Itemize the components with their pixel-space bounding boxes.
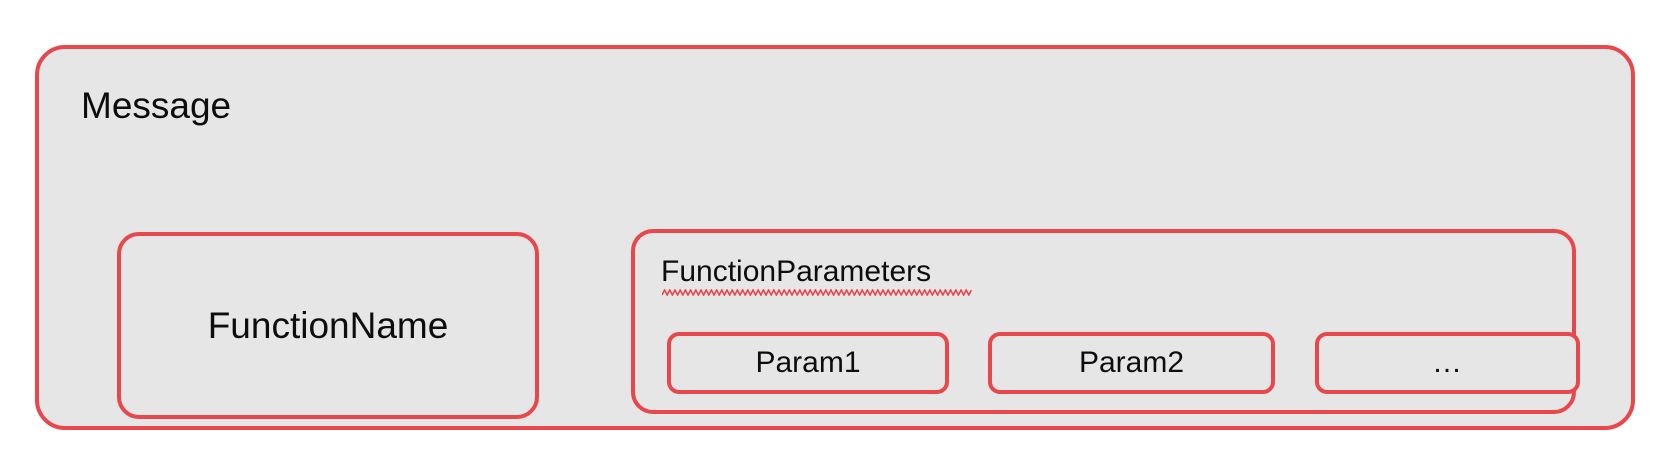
parameter-chip-row: Param1 Param2 … (667, 332, 1580, 394)
message-box[interactable]: Message FunctionName FunctionParameters … (35, 45, 1635, 430)
parameter-chip-ellipsis[interactable]: … (1315, 332, 1580, 394)
parameter-chip-label: … (1432, 346, 1463, 379)
parameter-chip-label: Param1 (755, 346, 861, 379)
parameter-chip-label: Param2 (1078, 346, 1185, 379)
parameter-chip[interactable]: Param2 (988, 332, 1275, 394)
message-title-label: Message (81, 85, 232, 126)
spellcheck-squiggle-icon (662, 289, 972, 296)
parameter-chip[interactable]: Param1 (667, 332, 949, 394)
function-parameters-title-wrap: FunctionParameters (661, 254, 972, 296)
function-parameters-box[interactable]: FunctionParameters Param1 Param2 … (631, 229, 1580, 414)
function-name-label: FunctionName (207, 304, 449, 346)
function-name-box[interactable]: FunctionName (117, 232, 539, 419)
function-parameters-label: FunctionParameters (661, 255, 932, 288)
